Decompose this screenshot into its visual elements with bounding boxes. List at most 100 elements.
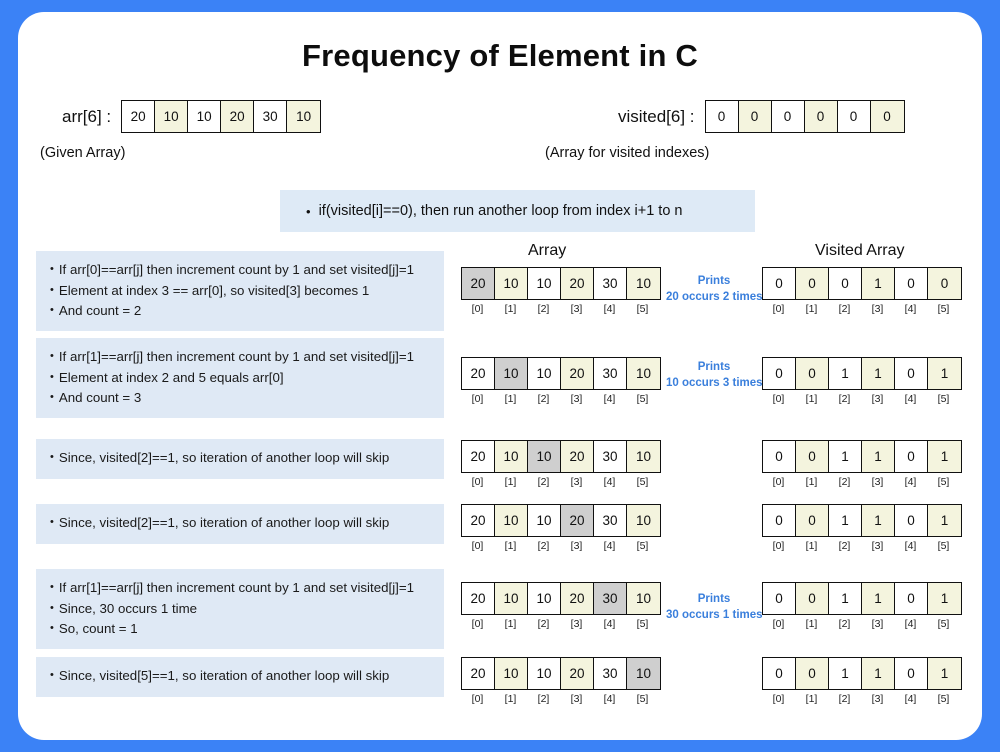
step-description: • If arr[1]==arr[j] then increment count …: [36, 569, 444, 649]
step-visited-array-index-labels: [0][1][2][3][4][5]: [762, 476, 962, 488]
step-array-cell-5: 10: [627, 358, 660, 389]
step-bullet-text: And count = 2: [58, 303, 142, 319]
step-array-index-0: [0]: [471, 540, 484, 552]
step-visited-array-index-3: [3]: [871, 693, 884, 705]
step-array-cell-5: 10: [627, 441, 660, 472]
step-visited-array-cell-5: 1: [928, 583, 961, 614]
step-array-index-4: [4]: [603, 540, 616, 552]
step-description: •Since, visited[2]==1, so iteration of a…: [36, 504, 444, 544]
page-title: Frequency of Element in C: [301, 38, 698, 73]
step-array-cell-0: 20: [462, 268, 495, 299]
given-array-cell-0: 20: [122, 101, 156, 132]
step-array-index-0: [0]: [471, 693, 484, 705]
step-bullet-text: If arr[1]==arr[j] then increment count b…: [58, 580, 414, 595]
step-visited-array-index-labels: [0][1][2][3][4][5]: [762, 303, 962, 315]
visited-array-cell-0: 0: [705, 101, 739, 132]
step-visited-array-index-1: [1]: [805, 476, 818, 488]
step-visited-array-cell-5: 1: [928, 505, 961, 536]
step-array-cell-0: 20: [462, 583, 495, 614]
step-description: •If arr[0]==arr[j] then increment count …: [36, 251, 444, 331]
step-visited-array-index-4: [4]: [904, 303, 917, 315]
step-array-cell-3: 20: [561, 441, 594, 472]
step-visited-array-index-0: [0]: [772, 618, 785, 630]
step-array-cell-4: 30: [594, 658, 627, 689]
step-array-cell-2: 10: [528, 268, 561, 299]
step-visited-array-cell-0: 0: [763, 441, 796, 472]
step-array-index-labels: [0][1][2][3][4][5]: [461, 540, 661, 552]
step-array-cell-3: 20: [561, 358, 594, 389]
step-visited-array-cell-1: 0: [796, 583, 829, 614]
prints-label: Prints: [697, 593, 731, 605]
visited-array-cell-2: 0: [771, 101, 805, 132]
step-visited-array-index-3: [3]: [871, 303, 884, 315]
bullet-icon: •: [50, 283, 54, 296]
step-visited-array-index-2: [2]: [838, 476, 851, 488]
prints-text: 10 occurs 3 times: [666, 376, 763, 389]
step-array-cell-1: 10: [495, 505, 528, 536]
step-bullet-text: Since, 30 occurs 1 time: [58, 600, 198, 616]
prints-text: 20 occurs 2 times: [666, 290, 763, 303]
step-visited-array-index-labels: [0][1][2][3][4][5]: [762, 693, 962, 705]
step-array-index-1: [1]: [504, 476, 517, 488]
bullet-icon: •: [50, 601, 54, 614]
step-bullet-line: •If arr[1]==arr[j] then increment count …: [50, 347, 434, 368]
bullet-icon: •: [50, 669, 54, 681]
step-visited-array-index-5: [5]: [937, 393, 950, 405]
step-visited-array-index-2: [2]: [838, 540, 851, 552]
step-array-index-5: [5]: [636, 693, 649, 705]
step-visited-array-cell-0: 0: [763, 505, 796, 536]
step-visited-array-index-3: [3]: [871, 393, 884, 405]
step-visited-array-cell-3: 1: [862, 358, 895, 389]
step-visited-array-index-2: [2]: [838, 618, 851, 630]
given-array-cell-3: 20: [221, 101, 255, 132]
step-visited-array-index-1: [1]: [805, 393, 818, 405]
step-array-cell-2: 10: [528, 441, 561, 472]
step-visited-array-index-0: [0]: [772, 540, 785, 552]
step-array-index-3: [3]: [570, 693, 583, 705]
step-visited-array-cell-1: 0: [796, 441, 829, 472]
step-visited-array-cell-2: 1: [829, 583, 862, 614]
step-array-cell-0: 20: [462, 658, 495, 689]
step-visited-array-cell-4: 0: [895, 358, 928, 389]
step-bullet-line: • Since, 30 occurs 1 time: [50, 599, 434, 620]
visited-array-cell-3: 0: [804, 101, 838, 132]
step-visited-array-cell-3: 1: [862, 505, 895, 536]
step-bullet-text: And count = 3: [58, 390, 142, 406]
step-array-cell-2: 10: [528, 505, 561, 536]
step-array-index-1: [1]: [504, 303, 517, 315]
step-visited-array-cell-1: 0: [796, 268, 829, 299]
step-array-cell-1: 10: [495, 441, 528, 472]
step-array-index-3: [3]: [570, 618, 583, 630]
step-array-index-2: [2]: [537, 693, 550, 705]
step-visited-array-cell-3: 1: [862, 441, 895, 472]
step-visited-array-index-4: [4]: [904, 693, 917, 705]
bullet-icon: •: [50, 451, 54, 463]
step-array-cell-5: 10: [627, 505, 660, 536]
step-visited-array-cell-2: 1: [829, 358, 862, 389]
step-visited-array-index-5: [5]: [937, 476, 950, 488]
step-visited-array-index-1: [1]: [805, 618, 818, 630]
bullet-icon: •: [50, 391, 54, 404]
step-array-index-2: [2]: [537, 618, 550, 630]
step-visited-array-cell-5: 1: [928, 358, 961, 389]
column-heading-array: Array: [528, 242, 567, 259]
step-array-index-4: [4]: [603, 618, 616, 630]
step-array-index-0: [0]: [471, 618, 484, 630]
step-bullet-line: •Since, visited[2]==1, so iteration of a…: [50, 448, 434, 469]
step-array-index-5: [5]: [636, 303, 649, 315]
column-heading-visited: Visited Array: [815, 242, 905, 259]
